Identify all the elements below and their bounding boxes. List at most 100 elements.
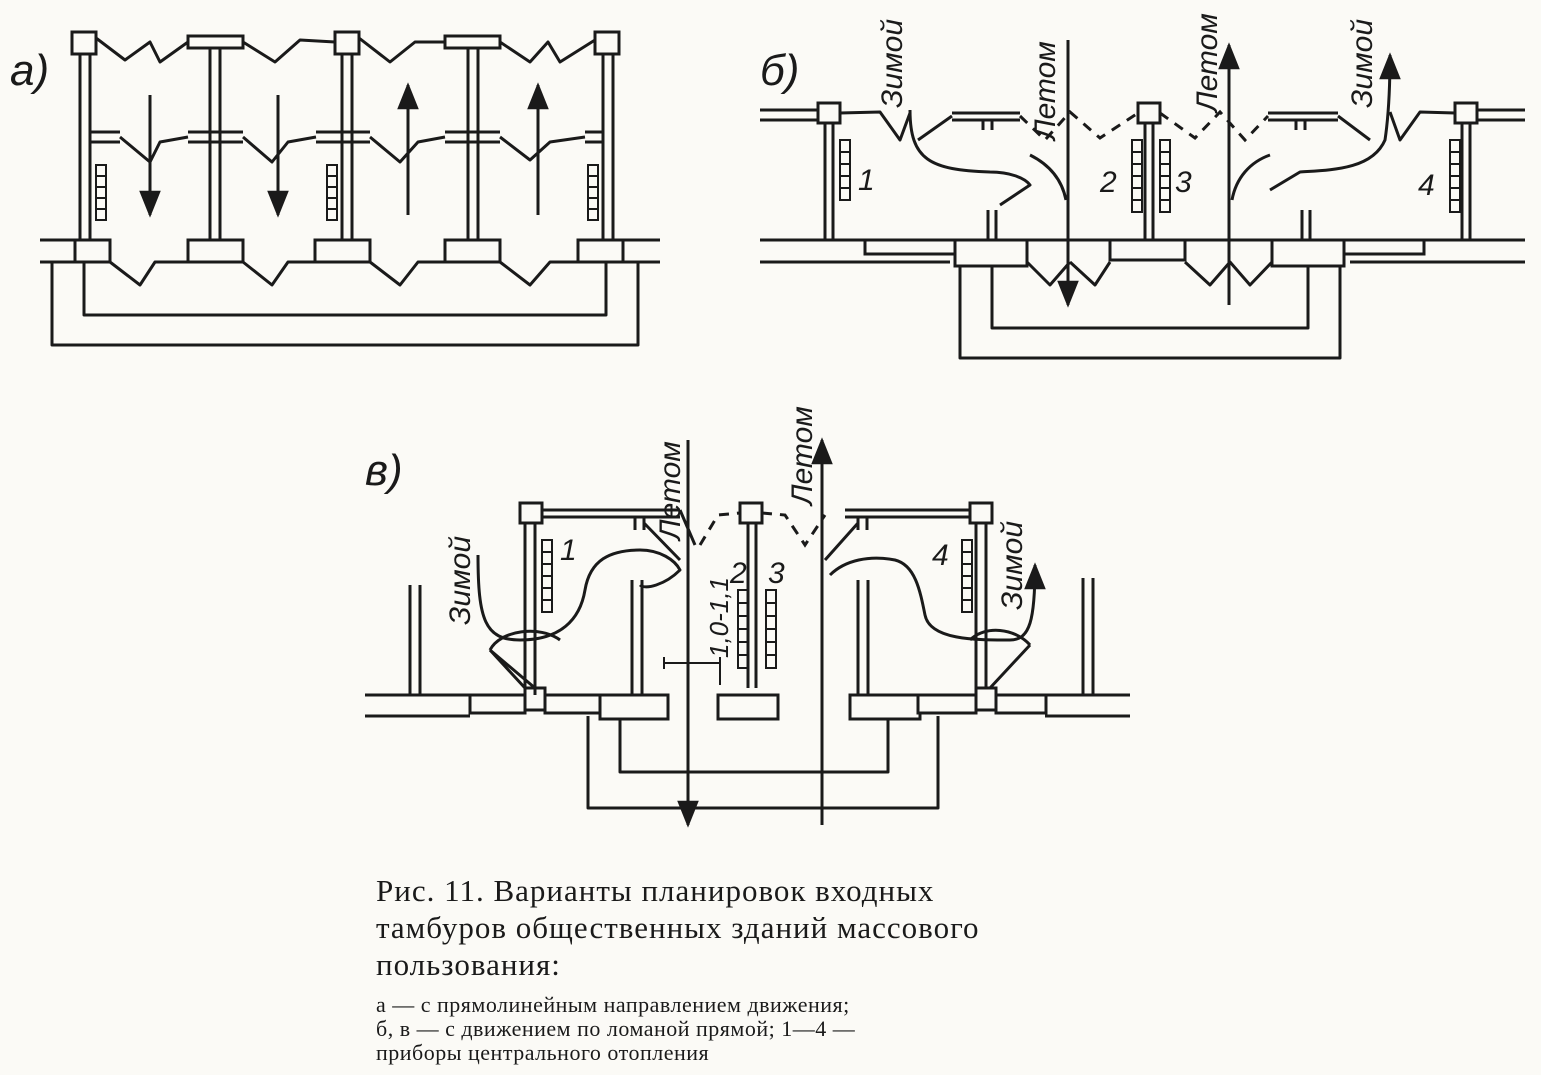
panel-c-column-right [974,523,988,688]
panel-a-mid-bars [90,130,603,144]
panel-c-radiator-3 [765,589,777,669]
panel-a-partition [601,54,615,240]
panel-c-duct-outer [586,716,940,810]
panel-c-top-beam-left [542,508,680,530]
panel-b-top-block [816,101,842,125]
panel-b-summer-left-label: Летом [1029,41,1062,142]
panel-c-block [716,693,780,721]
panel-a-block [73,238,112,264]
panel-b-block [1108,238,1187,262]
panel-b-door [839,110,912,142]
panel-a-top-block [333,30,361,56]
panel-b-winter-left-label: Зимой [876,19,909,108]
panel-b-number-3: 3 [1175,166,1192,199]
panel-b-duct-outer [958,262,1342,360]
panel-b-radiator-2 [1131,139,1143,213]
panel-a-door-mid [119,135,189,164]
panel-c-top-block [968,501,994,525]
panel-c-block [848,693,922,721]
panel-c-wall [365,693,1130,718]
panel-c-letter: в) [365,446,403,495]
panel-c-block [916,693,978,715]
panel-a-radiator [95,164,107,221]
panel-a-duct-outer [50,262,640,347]
panel-c-number-2: 2 [729,557,747,590]
panel-a-partition [340,54,354,240]
panel-a-duct-inner [82,262,608,317]
panel-a-top-block [186,34,245,50]
panel-c-number-4: 4 [932,539,949,572]
panel-b-radiator-3 [1159,139,1171,213]
panel-c-curve [488,629,561,690]
caption-line-1: а — с прямолинейным направлением движени… [376,992,850,1017]
panel-a-door-bot [109,260,188,287]
caption-line-2: б, в — с движением по ломаной прямой; 1—… [376,1016,856,1041]
panel-a-door-mid [499,135,586,162]
panel-a-top-block [70,30,98,56]
panel-c-dashed-door [761,511,827,548]
panel-c-duct-inner [618,716,890,774]
panel-c-radiator-4 [961,539,973,613]
panel-c-inner-post [630,580,870,695]
panel-c-number-3: 3 [768,557,785,590]
panel-b: б) [760,13,1525,360]
panel-b-block [953,238,1029,268]
panel-b-door [917,114,953,142]
panel-c-radiator-2 [737,589,749,669]
panel-c-block [994,693,1048,715]
panel-b-block [1270,238,1346,268]
panel-a-door-top [242,38,336,64]
panel-b-number-4: 4 [1418,169,1435,202]
panel-c-block [974,686,998,712]
panel-a-radiator [326,164,338,221]
panel-a-partition [466,48,480,240]
panel-b-letter: б) [760,46,799,95]
panel-a-block [576,238,625,264]
panel-a-partition [208,48,222,240]
panel-b-door [1337,110,1456,142]
panel-c-summer-left-label: Летом [654,441,687,542]
panel-b-duct-inner [990,262,1310,330]
panel-b-top-block [1453,101,1479,125]
panel-b-short-post [986,210,1312,240]
panel-b-number-1: 1 [858,164,875,197]
panel-b-dashed-door [1159,109,1270,143]
panel-c-door-bottom [489,643,1032,690]
caption-title: Рис. 11. Варианты планировок входных там… [376,873,980,982]
caption-line-3: приборы центрального отопления [376,1040,710,1065]
panel-b-top-T [1268,111,1338,130]
panel-b-column [1460,123,1472,240]
panel-b-top-T [952,111,1020,130]
figure-caption: Рис. 11. Варианты планировок входных там… [376,872,996,1065]
panel-c-dimension-line [663,657,721,685]
panel-a-partition [78,54,92,240]
panel-c-winter-path-right [828,556,1046,642]
panel-c-column-left [523,523,537,695]
panel-a: а) [10,30,660,347]
panel-c-door [823,522,860,561]
panel-b-block [863,238,957,256]
panel-a-door-bot [369,260,445,287]
panel-c-top-block [518,501,544,525]
panel-c-winter-right-label: Зимой [996,521,1029,610]
panel-c-top-block [738,501,764,525]
panel-b-column [823,123,835,240]
caption-legend: а — с прямолинейным направлением движени… [376,993,996,1065]
figure-drawing: а) [10,13,1525,828]
panel-b-radiator-4 [1449,139,1461,213]
panel-c-curve [968,628,1032,647]
panel-b-column [1143,123,1155,240]
panel-c: в) [365,406,1130,828]
panel-a-door-mid [242,135,317,164]
panel-b-block [1342,238,1426,256]
panel-c-block [598,693,670,721]
panel-b-dashed-door [1018,109,1139,143]
panel-c-summer-right-label: Летом [786,406,819,507]
panel-a-door-bot [242,260,315,287]
panel-c-top-beam-right [845,508,970,530]
panel-b-number-2: 2 [1099,166,1117,199]
panel-c-block [543,693,605,715]
panel-c-number-1: 1 [560,534,577,567]
panel-b-winter-path-left [908,109,1032,207]
panel-c-side-post [408,578,1095,695]
